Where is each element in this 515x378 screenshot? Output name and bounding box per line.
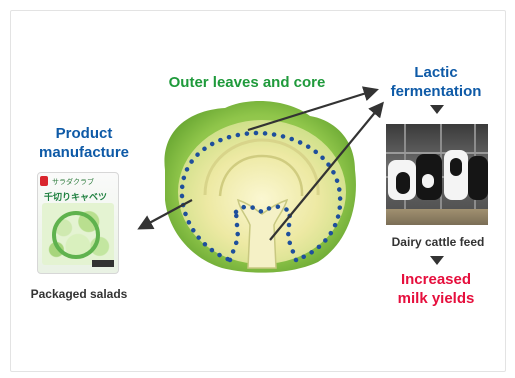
package-brand: サラダクラブ	[52, 177, 94, 187]
dairy-cattle-feed-caption: Dairy cattle feed	[376, 235, 500, 249]
lactic-fermentation-heading: Lactic fermentation	[366, 63, 506, 101]
product-manufacture-heading: Product manufacture	[14, 124, 154, 162]
brand-logo-icon	[40, 176, 48, 186]
package-title: 千切りキャベツ	[44, 190, 107, 203]
increased-milk-yields-heading: Increased milk yields	[366, 270, 506, 308]
product-manufacture-line2: manufacture	[14, 143, 154, 162]
dairy-cattle-photo	[386, 124, 488, 225]
cow	[468, 156, 488, 200]
cow-patch	[422, 174, 434, 188]
increased-milk-yields-line2: milk yields	[366, 289, 506, 308]
packaged-salads-caption: Packaged salads	[14, 287, 144, 301]
lactic-fermentation-line2: fermentation	[366, 82, 506, 101]
package-tag	[92, 260, 114, 267]
cow-patch	[396, 172, 410, 194]
product-manufacture-line1: Product	[14, 124, 154, 143]
down-arrow-icon	[430, 256, 444, 265]
outer-leaves-core-heading: Outer leaves and core	[152, 74, 342, 91]
package-ring-graphic	[52, 211, 100, 259]
down-arrow-icon	[430, 105, 444, 114]
increased-milk-yields-line1: Increased	[366, 270, 506, 289]
packaged-salad-image: サラダクラブ 千切りキャベツ	[37, 172, 119, 274]
lactic-fermentation-line1: Lactic	[366, 63, 506, 82]
cow-patch	[450, 158, 462, 176]
feed-trough	[386, 209, 488, 225]
